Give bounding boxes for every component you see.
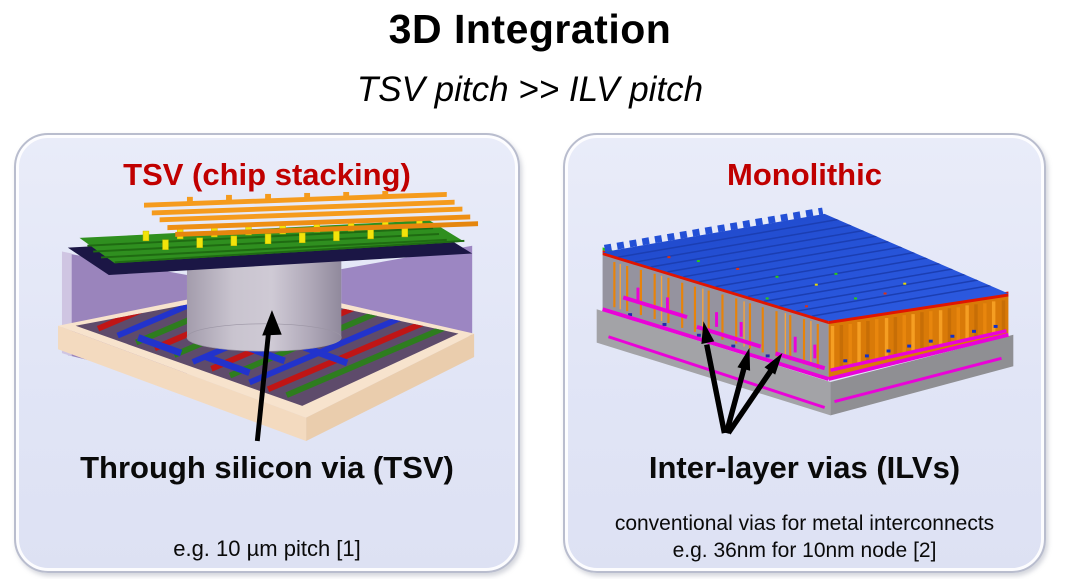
tsv-panel-heading: TSV (chip stacking) bbox=[123, 157, 411, 192]
tsv-caption: Through silicon via (TSV) bbox=[80, 450, 454, 485]
ilv-caption: Inter-layer vias (ILVs) bbox=[648, 450, 961, 485]
top-chip-layer bbox=[67, 191, 479, 275]
tsv-pointer-arrow bbox=[254, 310, 282, 442]
top-metal-strips bbox=[144, 191, 479, 237]
ilv-note-line2: e.g. 36nm for 10nm node [2] bbox=[672, 539, 937, 562]
monolithic-illustration bbox=[596, 207, 1014, 435]
monolithic-panel: Monolithic bbox=[563, 133, 1046, 573]
base-substrate bbox=[596, 309, 1014, 416]
ilv-pointer-arrows bbox=[701, 321, 783, 435]
slide-title: 3D Integration bbox=[388, 6, 672, 52]
tsv-illustration bbox=[58, 191, 479, 442]
tsv-panel: TSV (chip stacking) bbox=[14, 133, 520, 573]
tsv-note: e.g. 10 µm pitch [1] bbox=[173, 536, 361, 561]
slide-subtitle: TSV pitch >> ILV pitch bbox=[356, 70, 704, 109]
monolithic-panel-heading: Monolithic bbox=[727, 157, 882, 192]
ilv-body-left-face bbox=[602, 254, 829, 379]
ilv-note-line1: conventional vias for metal interconnect… bbox=[614, 512, 995, 535]
